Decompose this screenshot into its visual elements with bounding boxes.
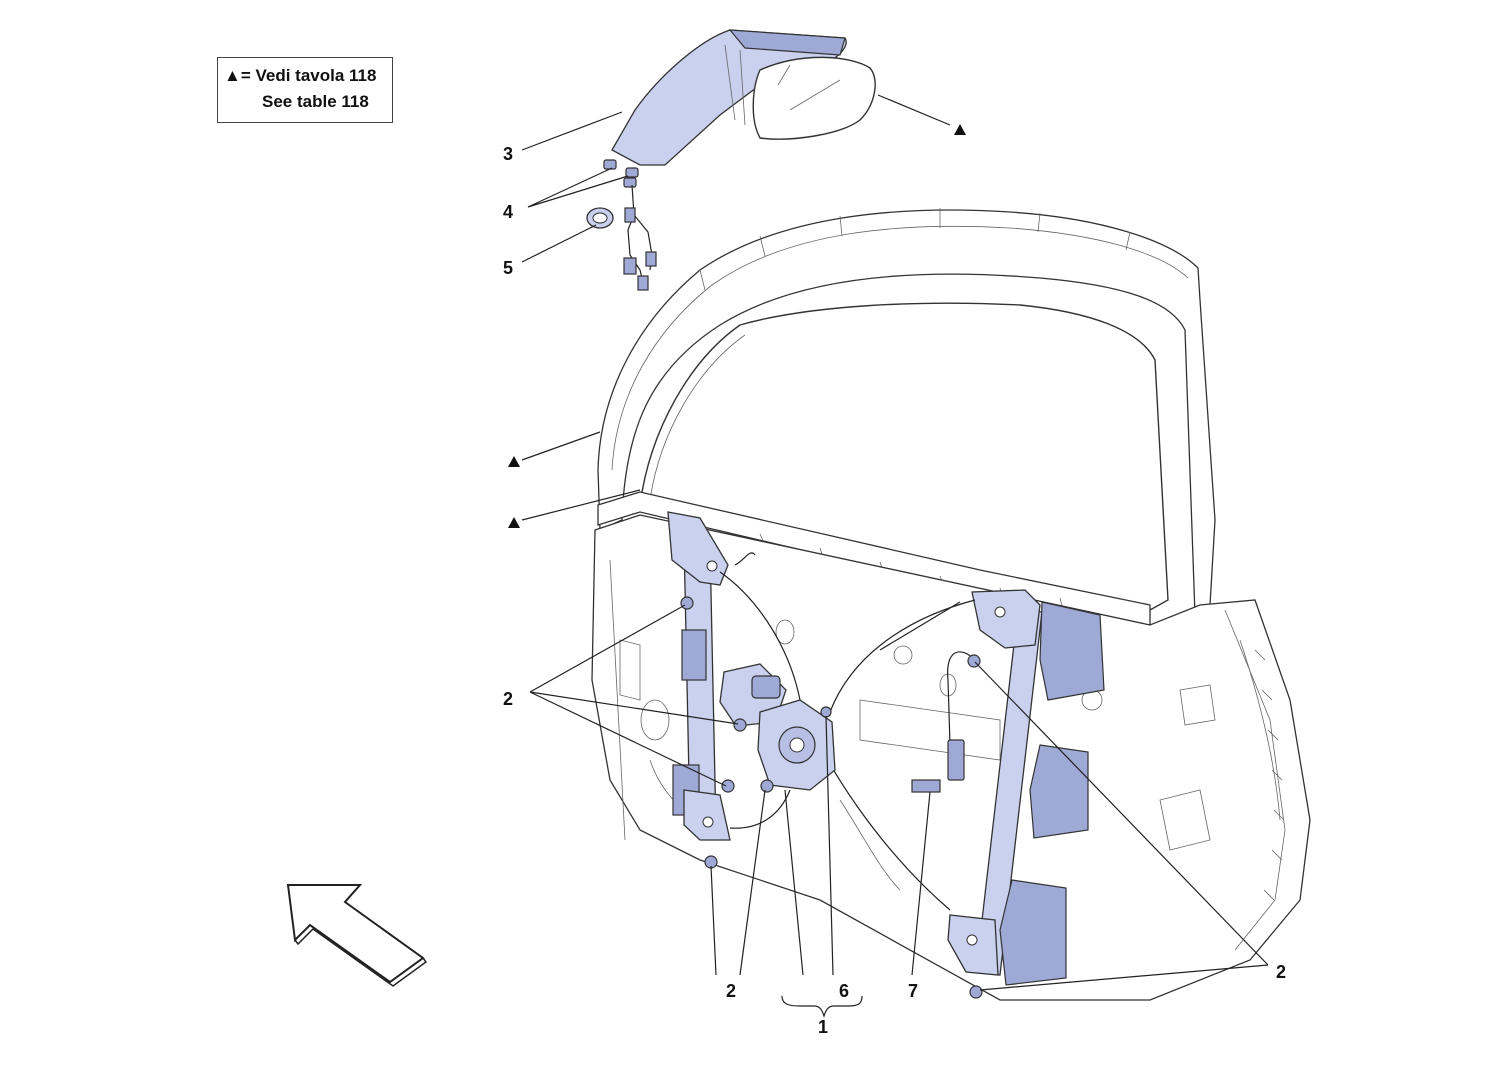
window-regulator-front xyxy=(667,511,731,841)
triangle-ref-icon xyxy=(954,124,966,135)
callout-labels: 3 4 5 2 2 6 7 1 2 xyxy=(503,144,1286,1037)
legend-line-1: ▲= Vedi tavola 118 xyxy=(224,66,376,86)
reference-triangles xyxy=(508,124,966,528)
callout-5: 5 xyxy=(503,258,513,278)
direction-arrow-icon xyxy=(286,884,425,984)
callout-1: 1 xyxy=(818,1017,828,1037)
nuts xyxy=(680,596,983,999)
callout-6: 6 xyxy=(839,981,849,1001)
window-regulator-rear xyxy=(947,589,1105,986)
legend-text-it: Vedi tavola 118 xyxy=(255,66,377,85)
callout-2-right: 2 xyxy=(1276,962,1286,982)
callout-2-left: 2 xyxy=(503,689,513,709)
legend-symbol: ▲= xyxy=(224,66,251,85)
triangle-ref-icon xyxy=(508,517,520,528)
legend-box: ▲= Vedi tavola 118 See table 118 xyxy=(217,57,393,123)
door-harness xyxy=(911,651,976,793)
regulator-motor xyxy=(719,663,836,791)
triangle-ref-icon xyxy=(508,456,520,467)
leader-lines xyxy=(521,94,1269,1018)
legend-text-en: See table 118 xyxy=(262,92,369,111)
callout-4: 4 xyxy=(503,202,513,222)
mirror-assembly xyxy=(586,29,876,291)
callout-3: 3 xyxy=(503,144,513,164)
callout-7: 7 xyxy=(908,981,918,1001)
callout-2-bottom: 2 xyxy=(726,981,736,1001)
